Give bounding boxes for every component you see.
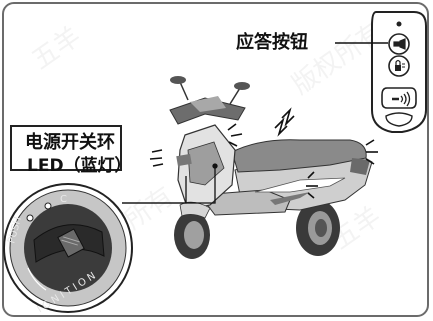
svg-text:五羊: 五羊 bbox=[27, 21, 87, 75]
knob-position-c: C bbox=[60, 194, 67, 205]
sound-wave-icon bbox=[392, 91, 411, 107]
flash-icon bbox=[149, 107, 378, 199]
ignition-ring-callout bbox=[10, 125, 122, 171]
remote-key-fob bbox=[371, 11, 427, 133]
ignition-switch: C PUSH IGNITION bbox=[3, 183, 133, 315]
ignition-led-label: LED（蓝灯） bbox=[27, 156, 132, 176]
ignition-ring-label: 电源开关环 bbox=[25, 132, 115, 153]
horn-icon bbox=[393, 38, 406, 50]
ignition-leader-lines bbox=[122, 163, 218, 204]
answer-button-label: 应答按钮 bbox=[236, 32, 308, 53]
lock-icon bbox=[395, 59, 405, 71]
scooter bbox=[169, 76, 373, 259]
